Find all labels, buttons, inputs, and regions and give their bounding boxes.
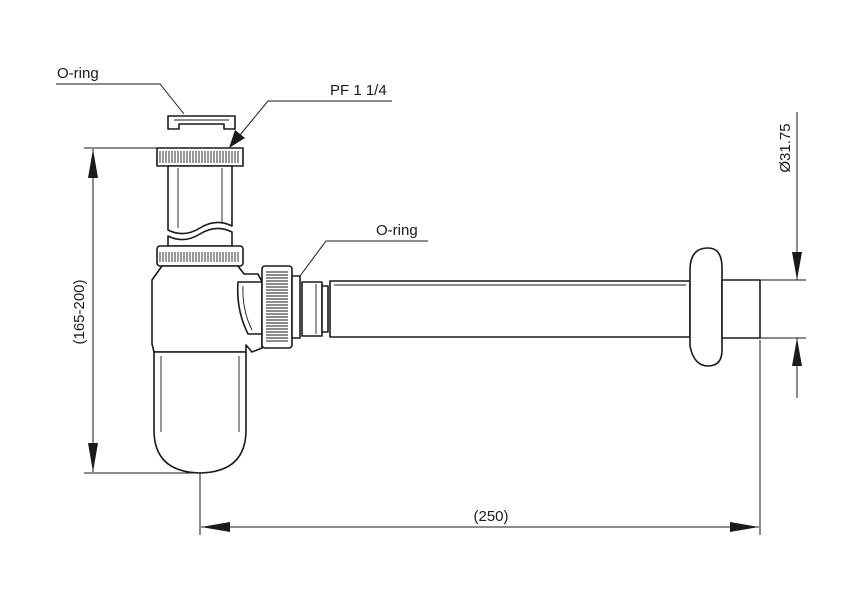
upper-nut [156,245,244,267]
height-dimension: (165-200) [71,147,200,474]
o-ring-side-label: O-ring [376,222,418,239]
label-thread: PF 1 1/4 [229,82,392,148]
vertical-tailpipe [167,165,233,247]
horizontal-wall-pipe [329,280,691,338]
side-union-nut [261,265,301,349]
top-o-ring-part [167,115,236,130]
bottle-cup [153,351,247,474]
side-o-ring-washer [301,281,329,337]
label-o-ring-top: O-ring [56,65,185,115]
diameter-dimension: Ø31.75 [760,112,806,398]
length-dimension: (250) [199,340,761,535]
thread-label: PF 1 1/4 [330,82,387,99]
height-dimension-label: (165-200) [71,279,88,344]
length-dimension-label: (250) [473,508,508,525]
diameter-dimension-label: Ø31.75 [777,123,794,172]
o-ring-top-label: O-ring [57,65,99,82]
wall-rosette [689,247,761,367]
threaded-flange [156,147,244,167]
trap-body [151,265,263,353]
label-o-ring-side: O-ring [299,222,428,277]
